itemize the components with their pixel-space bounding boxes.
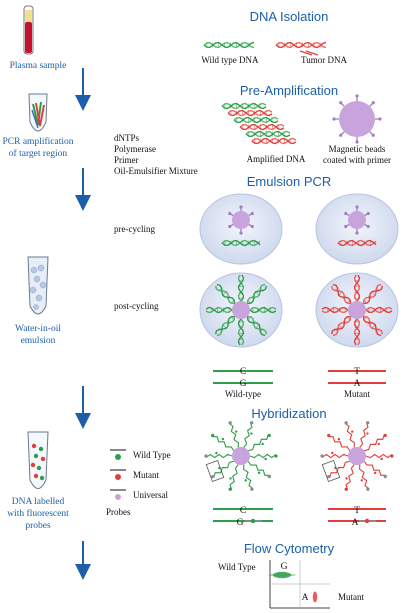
- hyb-mutant-base-top: T: [354, 506, 360, 516]
- bead: [228, 205, 254, 235]
- amplified-dna-strand: [251, 137, 297, 145]
- amplicon-strand: [237, 318, 245, 346]
- amplicon-strand: [330, 283, 352, 305]
- plasma-tube: [23, 5, 34, 55]
- probe-wild-type-label: Wild Type: [133, 450, 171, 460]
- mutant-label: Mutant: [344, 389, 370, 399]
- emulsion-tube: [27, 256, 49, 315]
- post-cycling-label: post-cycling: [114, 301, 159, 311]
- pcr-tube: [28, 93, 48, 132]
- tumor-dna-label: Tumor DNA: [301, 55, 347, 65]
- hyb-wild-base-pair: [213, 508, 273, 524]
- flow-gate-g: G: [281, 562, 288, 572]
- amplicon-strand: [365, 306, 393, 314]
- hyb-mutant-base-pair: [328, 508, 386, 524]
- wild-base-top: C: [240, 367, 246, 377]
- reagent-polymerase: Polymerase: [114, 144, 156, 154]
- hybridized-bead-wild: [204, 421, 278, 491]
- amplicon-strand: [214, 283, 236, 305]
- pre-cycling-label: pre-cycling: [114, 224, 155, 234]
- wild-type-base-pair: [213, 370, 273, 384]
- reagent-oil-emulsifier: Oil-Emulsifier Mixture: [114, 166, 198, 176]
- amplicon-strand: [246, 283, 268, 305]
- stage-title-emulsion-pcr: Emulsion PCR: [247, 174, 332, 189]
- beads-label-line1: Magnetic beads: [329, 144, 386, 154]
- dna-label-line3: probes: [25, 521, 51, 531]
- mutant-base-pair: [328, 370, 386, 384]
- stage-title-pre-amplification: Pre-Amplification: [240, 83, 338, 98]
- amplicon-strand: [330, 315, 352, 337]
- reagent-primer: Primer: [114, 155, 139, 165]
- dna-label-line1: DNA labelled: [12, 497, 65, 507]
- wild-type-dna-helix: [203, 41, 255, 49]
- hybridized-bead-mutant: [320, 421, 394, 491]
- probe-mutant-label: Mutant: [133, 470, 159, 480]
- hyb-wild-base-bottom: G: [237, 518, 244, 528]
- amplified-dna-label: Amplified DNA: [247, 154, 306, 164]
- mutant-base-bottom: A: [354, 379, 361, 389]
- amplicon-strand: [237, 274, 245, 302]
- droplet-pre-wild: [199, 193, 283, 265]
- hyb-wild-base-top: C: [240, 506, 246, 516]
- probe-universal-label: Universal: [133, 490, 168, 500]
- water-label-line1: Water-in-oil: [15, 324, 61, 334]
- template-dna: [337, 239, 377, 247]
- hyb-mutant-base-bottom: A: [352, 518, 359, 528]
- bead: [344, 205, 370, 235]
- amplified-dna-strand: [245, 130, 291, 138]
- flow-mutant-label: Mutant: [338, 592, 364, 602]
- tumor-dna-helix-strand: [275, 41, 327, 49]
- pcr-label-line2: of target region: [9, 148, 68, 159]
- amplicon-strand: [246, 315, 268, 337]
- amplicon-strand: [362, 283, 384, 305]
- droplet-pre-mutant: [315, 193, 399, 265]
- mutant-base-top: T: [354, 367, 360, 377]
- amplified-dna-strand: [239, 123, 285, 131]
- amplified-dna-stack: [221, 102, 297, 145]
- probe-legend: [110, 449, 126, 500]
- wild-type-dna-helix-strand: [203, 41, 255, 49]
- amplicon-strand: [321, 306, 349, 314]
- amplicon-strand: [214, 315, 236, 337]
- magnetic-bead: [332, 94, 382, 144]
- amplified-dna-strand: [221, 102, 267, 110]
- bead: [232, 301, 250, 319]
- beads-label-line2: coated with primer: [323, 155, 391, 165]
- plasma-sample-label: Plasma sample: [10, 61, 67, 71]
- amplicon-strand: [353, 274, 361, 302]
- bead: [332, 94, 382, 144]
- pcr-label-line1: PCR amplification: [3, 136, 74, 147]
- stage-title-hybridization: Hybridization: [251, 406, 326, 421]
- stage-title-flow-cytometry: Flow Cytometry: [244, 541, 335, 556]
- tumor-dna-helix: [275, 41, 327, 56]
- droplet-post-mutant: [315, 272, 399, 348]
- stage-title-dna-isolation: DNA Isolation: [250, 9, 329, 24]
- reagent-dntps: dNTPs: [114, 133, 140, 143]
- amplified-dna-strand: [233, 116, 279, 124]
- template-dna: [221, 239, 261, 247]
- flow-gate-a: A: [302, 593, 309, 603]
- wild-base-bottom: G: [240, 379, 247, 389]
- probes-label: Probes: [106, 507, 131, 517]
- flow-plot: [268, 560, 330, 609]
- amplicon-strand: [205, 306, 233, 314]
- water-label-line2: emulsion: [21, 336, 56, 346]
- wild-type-dna-label: Wild type DNA: [201, 55, 259, 65]
- amplicon-strand: [353, 318, 361, 346]
- amplified-dna-strand: [227, 109, 273, 117]
- flow-wild-type-label: Wild Type: [218, 562, 256, 572]
- amplicon-strand: [362, 315, 384, 337]
- droplet-post-wild: [199, 272, 283, 348]
- bead: [348, 301, 366, 319]
- labelled-tube: [27, 431, 49, 489]
- wild-type-label: Wild-type: [225, 389, 261, 399]
- dna-label-line2: with fluorescent: [7, 508, 69, 519]
- amplicon-strand: [249, 306, 277, 314]
